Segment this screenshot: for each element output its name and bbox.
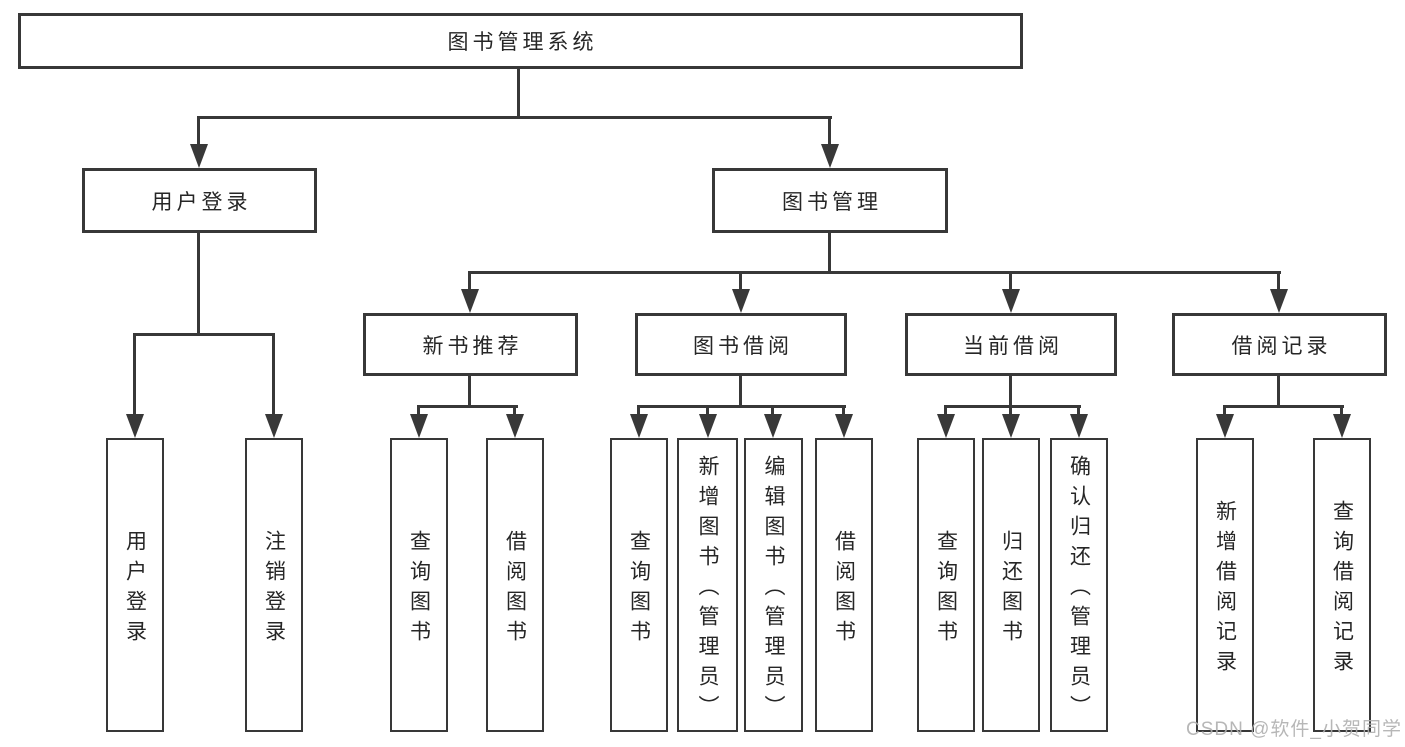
leaf-confirm-return-admin: 确认归还（管理员） — [1050, 438, 1108, 732]
connector-line — [272, 333, 275, 416]
connector-line — [1223, 405, 1226, 416]
connector-line — [1340, 405, 1343, 416]
watermark: CSDN @软件_小贺同学 — [1186, 719, 1402, 740]
arrow-head-icon — [1216, 414, 1234, 438]
leaf-label: 归还图书 — [999, 529, 1023, 650]
leaf-label: 确认归还（管理员） — [1067, 454, 1091, 725]
node-label: 当前借阅 — [963, 334, 1063, 358]
arrow-head-icon — [461, 289, 479, 313]
connector-line — [1223, 405, 1344, 408]
node-borrow-records: 借阅记录 — [1172, 313, 1387, 376]
node-label: 图书管理 — [782, 190, 882, 214]
connector-line — [828, 116, 831, 146]
arrow-head-icon — [821, 144, 839, 168]
node-label: 新书推荐 — [422, 334, 523, 358]
leaf-label: 查询图书 — [627, 529, 651, 650]
arrow-head-icon — [126, 414, 144, 438]
arrow-head-icon — [190, 144, 208, 168]
leaf-query-borrow-record: 查询借阅记录 — [1313, 438, 1371, 732]
arrow-head-icon — [764, 414, 782, 438]
leaf-label: 编辑图书（管理员） — [762, 454, 785, 725]
leaf-label: 注销登录 — [262, 529, 286, 650]
connector-line — [468, 271, 1281, 274]
connector-line — [739, 271, 742, 291]
leaf-label: 新增借阅记录 — [1213, 499, 1237, 680]
node-user-login-group: 用户登录 — [82, 168, 317, 233]
node-label: 图书借阅 — [693, 334, 793, 358]
connector-line — [842, 405, 845, 416]
connector-line — [468, 376, 471, 408]
arrow-head-icon — [265, 414, 283, 438]
arrow-head-icon — [506, 414, 524, 438]
arrow-head-icon — [1002, 289, 1020, 313]
leaf-label: 查询图书 — [934, 529, 958, 650]
connector-line — [1009, 376, 1012, 408]
connector-line — [197, 116, 832, 119]
node-label: 借阅记录 — [1231, 334, 1332, 358]
connector-line — [417, 405, 518, 408]
leaf-query-books-1: 查询图书 — [390, 438, 448, 732]
connector-line — [706, 405, 709, 416]
node-current-borrowing: 当前借阅 — [905, 313, 1117, 376]
leaf-query-books-2: 查询图书 — [610, 438, 668, 732]
leaf-borrow-books-2: 借阅图书 — [815, 438, 873, 732]
connector-line — [197, 233, 200, 336]
connector-line — [417, 405, 420, 416]
connector-line — [133, 333, 136, 416]
arrow-head-icon — [410, 414, 428, 438]
connector-line — [739, 376, 742, 408]
node-root-label: 图书管理系统 — [447, 31, 598, 54]
leaf-label: 借阅图书 — [503, 529, 527, 650]
connector-line — [1277, 376, 1280, 408]
connector-line — [1077, 405, 1080, 416]
node-root: 图书管理系统 — [18, 13, 1023, 69]
leaf-label: 用户登录 — [123, 529, 147, 650]
connector-line — [468, 271, 471, 291]
connector-line — [637, 405, 640, 416]
connector-line — [944, 405, 947, 416]
leaf-label: 查询图书 — [407, 529, 431, 650]
leaf-label: 新增图书（管理员） — [696, 454, 719, 725]
node-book-borrowing: 图书借阅 — [635, 313, 847, 376]
leaf-edit-book-admin: 编辑图书（管理员） — [744, 438, 803, 732]
connector-line — [1009, 271, 1012, 291]
arrow-head-icon — [699, 414, 717, 438]
leaf-query-books-3: 查询图书 — [917, 438, 975, 732]
arrow-head-icon — [630, 414, 648, 438]
leaf-add-book-admin: 新增图书（管理员） — [677, 438, 738, 732]
leaf-borrow-books-1: 借阅图书 — [486, 438, 544, 732]
connector-line — [133, 333, 275, 336]
arrow-head-icon — [1333, 414, 1351, 438]
node-new-book-recommend: 新书推荐 — [363, 313, 578, 376]
arrow-head-icon — [835, 414, 853, 438]
connector-line — [513, 405, 516, 416]
arrow-head-icon — [1270, 289, 1288, 313]
leaf-label: 借阅图书 — [832, 529, 856, 650]
leaf-user-login: 用户登录 — [106, 438, 164, 732]
arrow-head-icon — [732, 289, 750, 313]
node-label: 用户登录 — [151, 190, 252, 214]
arrow-head-icon — [1002, 414, 1020, 438]
leaf-return-book: 归还图书 — [982, 438, 1040, 732]
connector-line — [517, 69, 520, 119]
node-book-management: 图书管理 — [712, 168, 948, 233]
leaf-label: 查询借阅记录 — [1330, 499, 1354, 680]
arrow-head-icon — [1070, 414, 1088, 438]
leaf-add-borrow-record: 新增借阅记录 — [1196, 438, 1254, 732]
connector-line — [944, 405, 1081, 408]
connector-line — [1009, 405, 1012, 416]
leaf-logout: 注销登录 — [245, 438, 303, 732]
connector-line — [1277, 271, 1280, 291]
connector-line — [637, 405, 846, 408]
connector-line — [197, 116, 200, 146]
connector-line — [771, 405, 774, 416]
arrow-head-icon — [937, 414, 955, 438]
connector-line — [828, 233, 831, 274]
